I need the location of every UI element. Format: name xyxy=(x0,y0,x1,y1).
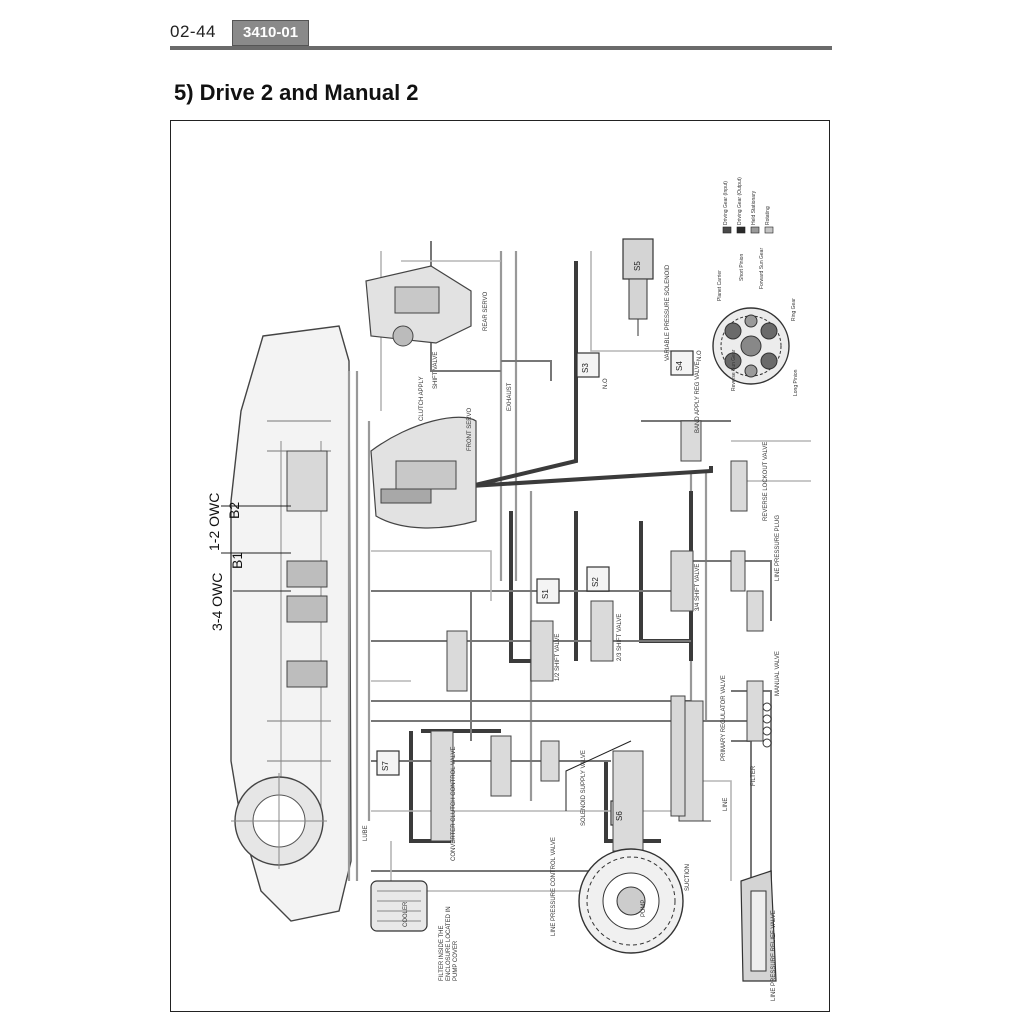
normally-open-label-2: N.O xyxy=(697,350,703,361)
solenoid-s5-label: S5 xyxy=(633,261,642,271)
header-rule xyxy=(170,46,832,50)
section-code-badge: 3410-01 xyxy=(232,20,310,46)
solenoid-s7-label: S7 xyxy=(381,761,390,771)
rear-servo-label: REAR SERVO xyxy=(483,291,489,331)
legend-driving-input: Driving Gear (Input) xyxy=(723,181,729,225)
front-servo xyxy=(370,416,477,529)
band-apply-reg-valve-label: BAND APPLY REG VALVE xyxy=(695,361,701,433)
callout-b1: B1 xyxy=(229,551,245,569)
primary-regulator-valve-label: PRIMARY REGULATOR VALVE xyxy=(721,675,727,761)
line-pressure-relief-valve xyxy=(740,870,777,982)
line-label: LINE xyxy=(723,797,729,811)
front-servo-label: FRONT SERVO xyxy=(467,407,473,451)
shift-23-label: 2/3 SHIFT VALVE xyxy=(617,613,623,661)
cooler-label: COOLER xyxy=(403,901,409,927)
legend-held-stationary: Held Stationary xyxy=(751,190,757,225)
callout-1-2-owc: 1-2 OWC xyxy=(206,492,222,551)
legend-driving-output: Driving Gear (Output) xyxy=(737,177,743,225)
clutch-apply-label: CLUTCH APPLY xyxy=(419,376,425,421)
rear-servo xyxy=(365,265,472,347)
pump-gear xyxy=(578,848,684,954)
lube-label: LUBE xyxy=(363,825,369,841)
gear-label-reverse-sun-gear: Reverse Sun Gear xyxy=(731,349,737,391)
pump-label: PUMP xyxy=(641,899,647,917)
hydraulic-circuit-diagram: 1-2 OWC B2 B1 3-4 OWC S5 S3 S4 S1 S2 S6 … xyxy=(170,120,830,1012)
callout-3-4-owc: 3-4 OWC xyxy=(209,572,225,631)
filter-note-label: FILTER INSIDE THE ENCLOSURE LOCATED IN P… xyxy=(439,906,459,981)
suction-label: SUCTION xyxy=(685,864,691,891)
solenoid-s4-label: S4 xyxy=(675,361,684,371)
solenoid-s6-label: S6 xyxy=(615,811,624,821)
hydraulic-schematic-drawing xyxy=(221,226,811,982)
solenoid-supply-valve-label: SOLENOID SUPPLY VALVE xyxy=(581,750,587,826)
normally-open-label: N.O xyxy=(603,378,609,389)
manual-valve-label: MANUAL VALVE xyxy=(775,651,781,696)
legend-rotating: Rotating xyxy=(765,206,771,225)
solenoid-s3-label: S3 xyxy=(581,363,590,373)
line-pressure-relief-valve-label: LINE PRESSURE RELIEF VALVE xyxy=(771,910,777,1001)
gear-label-long-pinion: Long Pinion xyxy=(793,369,799,396)
exhaust-label: EXHAUST xyxy=(507,382,513,411)
line-pressure-control-valve-label: LINE PRESSURE CONTROL VALVE xyxy=(551,837,557,936)
page-title: 5) Drive 2 and Manual 2 xyxy=(174,80,419,105)
legend-swatches xyxy=(722,226,774,234)
page-header: 02-44 3410-01 xyxy=(170,14,832,50)
gear-label-forward-sun-gear: Forward Sun Gear xyxy=(759,247,765,289)
gear-label-ring-gear: Ring Gear xyxy=(791,298,797,321)
variable-pressure-solenoid-label: VARIABLE PRESSURE SOLENOID xyxy=(665,264,671,361)
shift-34-label: 3/4 SHIFT VALVE xyxy=(695,563,701,611)
solenoid-s2-label: S2 xyxy=(591,577,600,587)
callout-b2: B2 xyxy=(226,501,242,519)
cooler xyxy=(370,880,428,932)
page-number: 02-44 xyxy=(170,22,216,41)
line-pressure-plug-label: LINE PRESSURE PLUG xyxy=(775,514,781,581)
converter-clutch-control-valve-label: CONVERTER CLUTCH CONTROL VALVE xyxy=(451,746,457,861)
variable-pressure-solenoid xyxy=(622,238,654,336)
gear-label-short-pinion: Short Pinion xyxy=(739,253,745,281)
solenoid-s1-label: S1 xyxy=(541,589,550,599)
shift-valve-label: SHIFT VALVE xyxy=(433,351,439,389)
gear-label-planet-carrier: Planet Carrier xyxy=(717,270,723,301)
shift-12-label: 1/2 SHIFT VALVE xyxy=(555,633,561,681)
planetary-gear-set xyxy=(712,307,790,385)
reverse-lockout-valve-label: REVERSE LOCKOUT VALVE xyxy=(763,441,769,521)
filter-label: FILTER xyxy=(751,765,757,786)
